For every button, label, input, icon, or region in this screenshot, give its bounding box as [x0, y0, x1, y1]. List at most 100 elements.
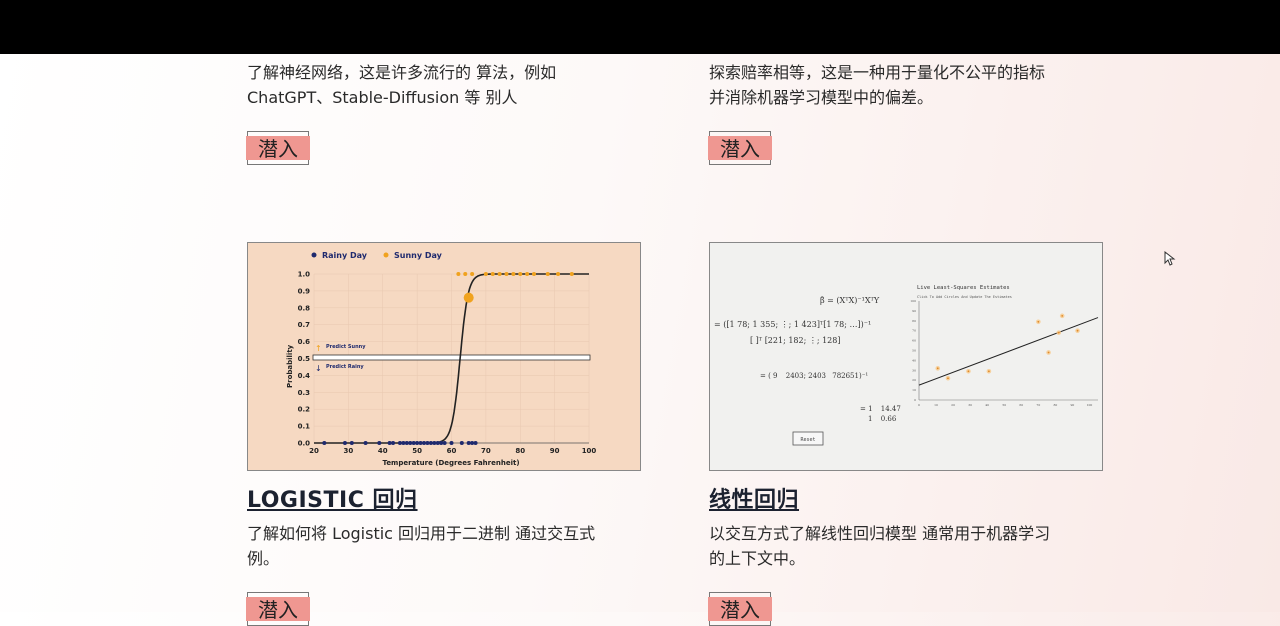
rainy-point [401, 441, 406, 445]
matrix-expression: = ([1 78; 1 355; ⋮; 1 423]ᵀ[1 78; …])⁻¹ [714, 320, 871, 329]
rainy-point [391, 441, 396, 445]
x-tick-label: 80 [515, 447, 525, 455]
x-tick-label: 20 [951, 403, 955, 407]
data-point-center [967, 370, 970, 373]
result-row: 1 0.66 [868, 415, 897, 423]
rainy-point [473, 441, 478, 445]
x-tick-label: 60 [1019, 403, 1023, 407]
sunny-point [518, 272, 523, 276]
button-fill [246, 136, 310, 160]
button-label: 潜入 [258, 598, 298, 622]
x-tick-label: 60 [447, 447, 457, 455]
y-tick-label: 60 [912, 339, 916, 343]
description-line: 的上下文中。 [709, 549, 806, 568]
data-point-center [987, 370, 990, 373]
x-tick-label: 30 [344, 447, 354, 455]
y-tick-label: 1.0 [298, 271, 311, 279]
rainy-point [425, 441, 430, 445]
logistic-regression-title[interactable]: LOGISTIC 回归 [247, 488, 418, 513]
logistic-description: 了解如何将 Logistic 回归用于二进制 通过交互式 例。 [247, 521, 647, 571]
sunny-point [525, 272, 530, 276]
linear-regression-title[interactable]: 线性回归 [709, 488, 800, 513]
rainy-point [439, 441, 444, 445]
sunny-point [556, 272, 561, 276]
rainy-point [342, 441, 347, 445]
rainy-point [363, 441, 368, 445]
rainy-point [408, 441, 413, 445]
linear-description: 以交互方式了解线性回归模型 通常用于机器学习 的上下文中。 [709, 521, 1109, 571]
y-tick-label: 0.3 [298, 389, 311, 397]
button-label: 潜入 [720, 137, 760, 161]
description-line: 以交互方式了解线性回归模型 通常用于机器学习 [709, 524, 1051, 543]
rainy-point [415, 441, 420, 445]
rainy-point [442, 441, 447, 445]
sunny-point [483, 272, 488, 276]
x-tick-label: 70 [481, 447, 491, 455]
y-tick-label: 0.9 [298, 287, 311, 295]
sunny-point [490, 272, 495, 276]
x-tick-label: 50 [412, 447, 422, 455]
description-line: 了解如何将 Logistic 回归用于二进制 通过交互式 [247, 524, 596, 543]
y-tick-label: 0.0 [298, 440, 311, 448]
legend-rainy-label: Rainy Day [322, 251, 368, 260]
rainy-point [432, 441, 437, 445]
sunny-point [504, 272, 509, 276]
dive-in-button[interactable]: 潜入 [708, 592, 772, 626]
dive-in-button[interactable]: 潜入 [708, 131, 772, 165]
rainy-point [470, 441, 475, 445]
description-line: 并消除机器学习模型中的偏差。 [709, 88, 934, 107]
x-tick-label: 40 [378, 447, 388, 455]
x-tick-label: 70 [1036, 403, 1040, 407]
fit-line [918, 317, 1099, 386]
data-point-center [936, 367, 939, 370]
arrow-down-icon: ↓ [315, 364, 322, 373]
reset-button [792, 431, 824, 446]
sunny-point [545, 272, 550, 276]
inverse-matrix: = ( 9 2403; 2403 782651)⁻¹ [760, 372, 868, 380]
top-black-bar [0, 0, 1280, 54]
y-tick-label: 80 [912, 319, 916, 323]
data-point-center [1047, 351, 1050, 354]
y-tick-label: 0.1 [298, 423, 311, 431]
y-tick-label: 70 [912, 329, 916, 333]
button-fill [708, 136, 772, 160]
dive-in-button[interactable]: 潜入 [246, 592, 310, 626]
predict-rainy-label: Predict Rainy [326, 364, 364, 370]
rainy-point [418, 441, 423, 445]
x-tick-label: 90 [550, 447, 560, 455]
data-point-center [1057, 331, 1060, 334]
sunny-point [456, 272, 461, 276]
arrow-up-icon: ↑ [315, 344, 322, 353]
description-line: ChatGPT、Stable-Diffusion 等 别人 [247, 88, 518, 107]
rainy-point [404, 441, 409, 445]
description-line: 探索赔率相等，这是一种用于量化不公平的指标 [709, 63, 1046, 82]
rainy-point [449, 441, 454, 445]
rainy-point [466, 441, 471, 445]
x-tick-label: 100 [1087, 403, 1093, 407]
dive-in-button[interactable]: 潜入 [246, 131, 310, 165]
sunny-point [497, 272, 502, 276]
button-label: 潜入 [720, 598, 760, 622]
description-line: 了解神经网络，这是许多流行的 算法，例如 [247, 63, 557, 82]
x-tick-label: 50 [1002, 403, 1006, 407]
y-tick-label: 0.7 [298, 321, 311, 329]
rainy-point [411, 441, 416, 445]
y-tick-label: 40 [912, 358, 916, 362]
rainy-point [435, 441, 440, 445]
x-tick-label: 80 [1053, 403, 1057, 407]
y-tick-label: 50 [912, 349, 916, 353]
description-line: 例。 [247, 549, 280, 568]
x-tick-label: 20 [309, 447, 319, 455]
card-equal-odds-text: 探索赔率相等，这是一种用于量化不公平的指标 并消除机器学习模型中的偏差。 [709, 60, 1129, 110]
linear-regression-image[interactable]: β̂ = (XᵀX)⁻¹XᵀY = ([1 78; 1 355; ⋮; 1 42… [709, 242, 1103, 471]
x-tick-label: 30 [968, 403, 972, 407]
mouse-cursor-icon [1164, 251, 1176, 266]
threshold-band [312, 354, 591, 361]
sunny-point [463, 272, 468, 276]
plot-subtitle: Click To Add Circles And Update The Esti… [917, 295, 1012, 299]
highlight-point [463, 292, 474, 303]
ols-formula: β̂ = (XᵀX)⁻¹XᵀY [820, 296, 880, 305]
legend-sunny-label: Sunny Day [394, 251, 443, 260]
